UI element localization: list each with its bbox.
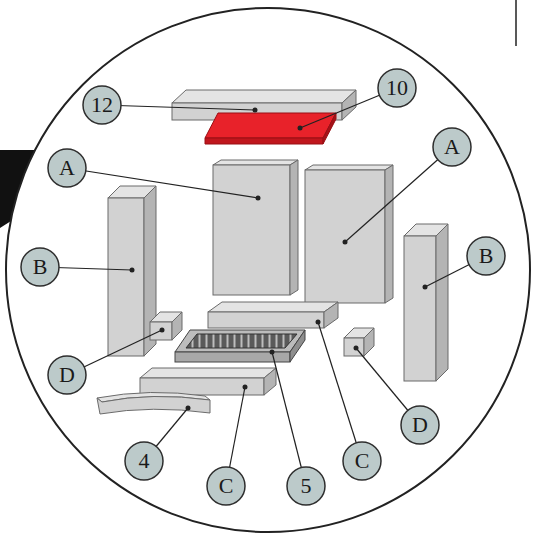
bottom-bar (140, 368, 276, 395)
leader-lines (40, 88, 486, 486)
callout-circle: 5 (286, 466, 326, 506)
callout-number: C (206, 466, 246, 506)
callout-circle: 10 (377, 68, 417, 108)
baffle-plate (205, 113, 336, 144)
callout-circle: 12 (82, 85, 122, 125)
callout-circle: A (432, 127, 472, 167)
side-brick (108, 186, 156, 356)
callout-number: A (432, 127, 472, 167)
callout-circle: 4 (124, 441, 164, 481)
callout-circle: A (47, 148, 87, 188)
back-brick (213, 160, 298, 295)
callout-circle: C (206, 466, 246, 506)
grate (175, 330, 305, 362)
callout-circle: B (466, 236, 506, 276)
side-brick (404, 224, 448, 381)
callout-number: 5 (286, 466, 326, 506)
callout-number: C (342, 441, 382, 481)
front-guard (97, 392, 210, 414)
callout-circle: D (47, 355, 87, 395)
page-rule (515, 0, 517, 46)
callout-number: B (466, 236, 506, 276)
callout-number: 4 (124, 441, 164, 481)
callout-circle: D (400, 405, 440, 445)
corner-block (150, 312, 182, 340)
callout-number: D (47, 355, 87, 395)
callout-number: D (400, 405, 440, 445)
detail-circle (6, 8, 530, 532)
bottom-bar (208, 302, 338, 328)
callout-number: A (47, 148, 87, 188)
back-brick (305, 165, 393, 303)
callout-number: 10 (377, 68, 417, 108)
callout-circle: C (342, 441, 382, 481)
callout-number: B (20, 247, 60, 287)
callout-number: 12 (82, 85, 122, 125)
callout-circle: B (20, 247, 60, 287)
